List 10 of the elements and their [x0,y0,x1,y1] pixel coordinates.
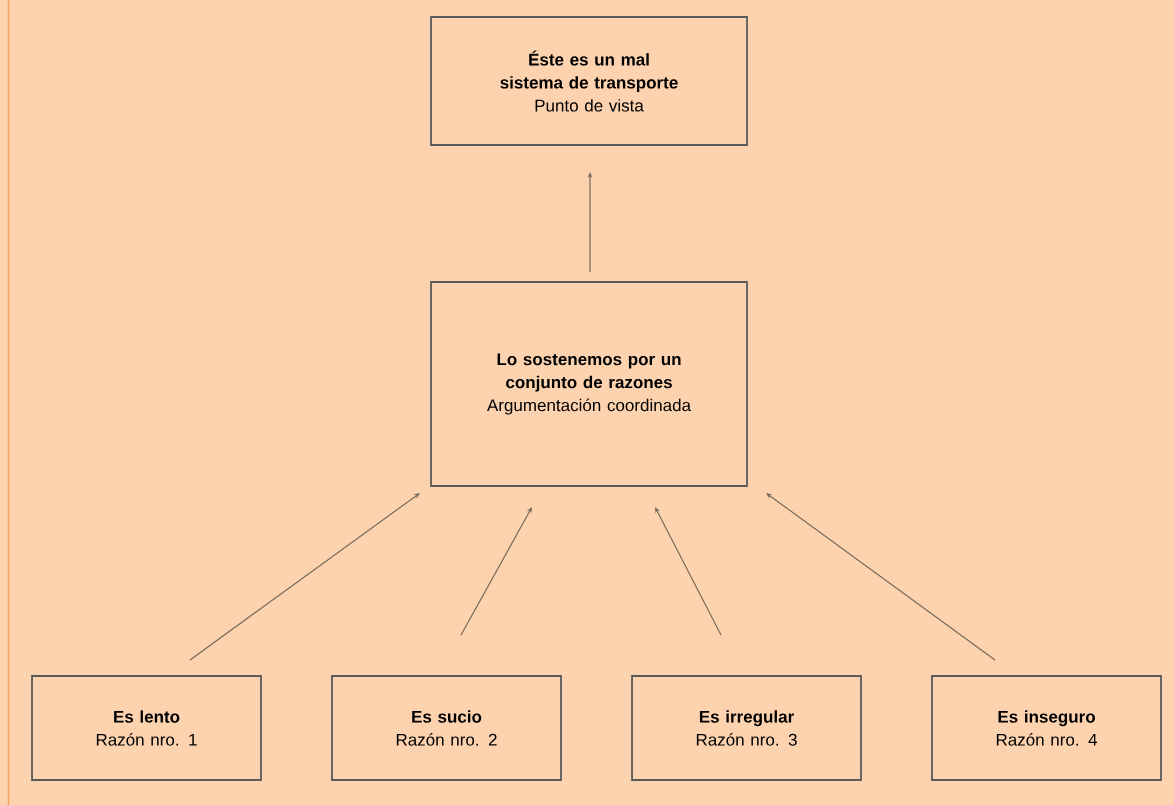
text-box: Es irregular Razón nro. 3 [631,675,862,781]
text-box: Es inseguro Razón nro. 4 [931,675,1162,781]
text-box: Lo sostenemos por un conjunto de razones Argumentación coordinada [430,281,748,487]
text-box: Éste es un mal sistema de transporte Punto de vista [430,16,748,146]
arrow [655,507,722,636]
arrow [460,507,532,636]
arrow [766,493,996,661]
text-box: Es lento Razón nro. 1 [31,675,262,781]
text-box: Es sucio Razón nro. 2 [331,675,562,781]
arrow [189,493,420,661]
